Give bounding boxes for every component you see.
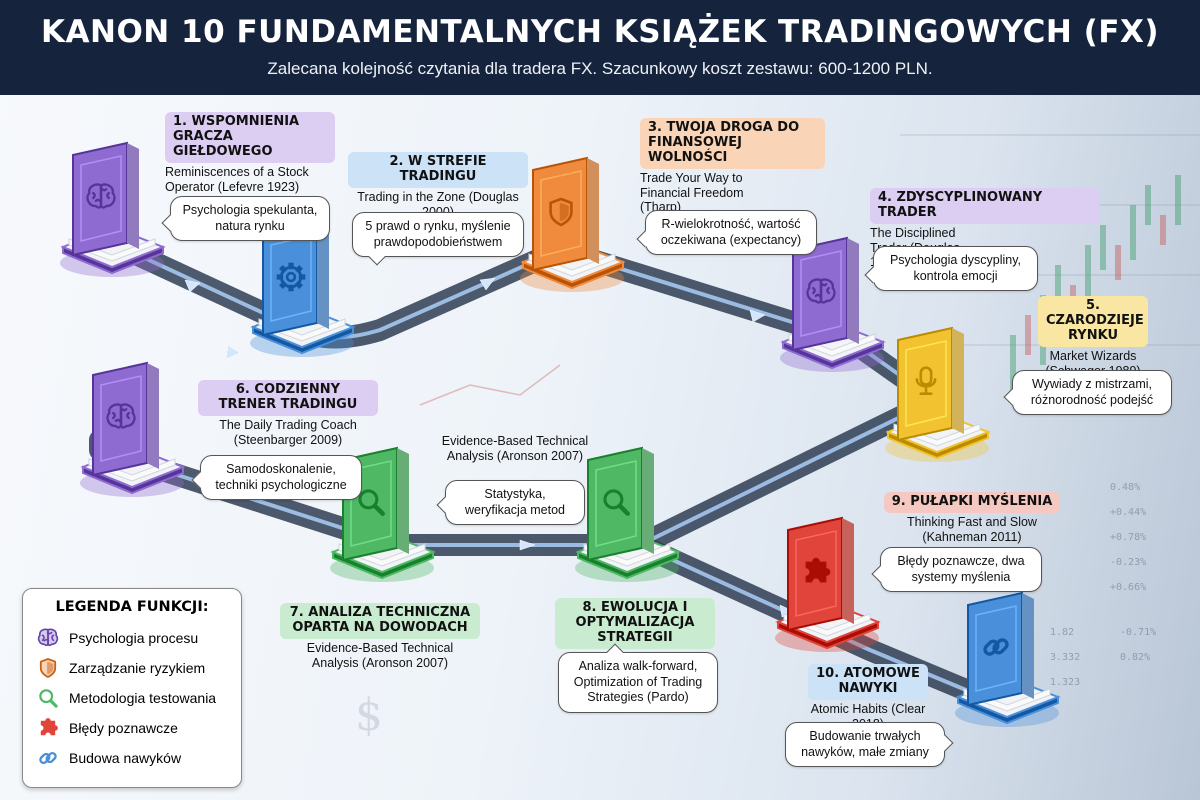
book-6-label: 6. CODZIENNY TRENER TRADINGU The Daily T…	[198, 380, 378, 447]
shield-icon	[35, 656, 61, 680]
book-2-note-text: 5 prawd o rynku, myślenie prawdopodobień…	[365, 219, 511, 249]
book-7-label: 7. ANALIZA TECHNICZNA OPARTA NA DOWODACH…	[280, 603, 480, 670]
book-9-note-text: Błędy poznawcze, dwa systemy myślenia	[897, 554, 1025, 584]
book-3-subtitle: Trade Your Way to Financial Freedom (Tha…	[640, 170, 744, 215]
book-illustration	[575, 446, 681, 582]
header: KANON 10 FUNDAMENTALNYCH KSIĄŻEK TRADING…	[0, 0, 1200, 95]
book-1-title: 1. WSPOMNIENIA GRACZA GIEŁDOWEGO	[165, 112, 335, 163]
book-9[interactable]	[770, 510, 885, 660]
book-10-note-text: Budowanie trwałych nawyków, małe zmiany	[801, 729, 929, 759]
book-2-title: 2. W STREFIE TRADINGU	[348, 152, 528, 188]
book-7-note-text: Statystyka, weryfikacja metod	[464, 487, 566, 517]
book-10-label: 10. ATOMOWE NAWYKI Atomic Habits (Clear …	[808, 664, 928, 731]
book-7-subtitle: Evidence-Based Technical Analysis (Arons…	[306, 640, 454, 670]
legend-item-label: Psychologia procesu	[69, 630, 199, 646]
book-5-note-text: Wywiady z mistrzami, różnorodność podejś…	[1030, 377, 1154, 407]
book-5-note: Wywiady z mistrzami, różnorodność podejś…	[1003, 370, 1172, 416]
book-3[interactable]	[515, 150, 630, 300]
legend-item-cognitive: Błędy poznawcze	[35, 713, 229, 743]
book-6-title: 6. CODZIENNY TRENER TRADINGU	[198, 380, 378, 416]
book-10-note: Budowanie trwałych nawyków, małe zmiany	[785, 722, 954, 768]
book-illustration	[330, 446, 436, 582]
book-8[interactable]	[570, 440, 685, 590]
book-6[interactable]	[75, 355, 190, 505]
book-3-label: 3. TWOJA DROGA DO FINANSOWEJ WOLNOŚCI Tr…	[640, 118, 825, 215]
brain-icon	[35, 626, 61, 650]
book-5-title: 5. CZARODZIEJE RYNKU	[1038, 296, 1148, 347]
magnifier-icon	[35, 686, 61, 710]
book-illustration	[775, 516, 881, 652]
book-2-note: 5 prawd o rynku, myślenie prawdopodobień…	[352, 212, 524, 266]
book-9-subtitle: Thinking Fast and Slow (Kahneman 2011)	[907, 514, 1037, 544]
legend-title: LEGENDA FUNKCJI:	[55, 599, 209, 615]
book-5[interactable]	[880, 320, 995, 470]
book-10[interactable]	[950, 585, 1065, 735]
book-9-note: Błędy poznawcze, dwa systemy myślenia	[871, 547, 1042, 593]
page-subtitle: Zalecana kolejność czytania dla tradera …	[267, 59, 933, 78]
book-4-note: Psychologia dyscypliny, kontrola emocji	[864, 246, 1038, 292]
book-6-note-text: Samodoskonalenie, techniki psychologiczn…	[215, 462, 347, 492]
book-3-note-text: R-wielokrotność, wartość oczekiwana (exp…	[660, 217, 802, 247]
book-7-note-header-text: Evidence-Based Technical Analysis (Arons…	[441, 434, 589, 463]
book-5-label: 5. CZARODZIEJE RYNKU Market Wizards (Sch…	[1018, 296, 1168, 378]
book-4-title: 4. ZDYSCYPLINOWANY TRADER	[870, 188, 1100, 224]
book-7-note-header: Evidence-Based Technical Analysis (Arons…	[440, 432, 590, 464]
book-8-note: Analiza walk-forward, Optimization of Tr…	[558, 643, 718, 713]
book-illustration	[80, 361, 186, 497]
book-4[interactable]	[775, 230, 890, 380]
legend-item-psychology: Psychologia procesu	[35, 623, 229, 653]
legend-item-label: Zarządzanie ryzykiem	[69, 660, 206, 676]
book-illustration	[520, 156, 626, 292]
puzzle-icon	[35, 716, 61, 740]
book-illustration	[955, 591, 1061, 727]
book-7-title: 7. ANALIZA TECHNICZNA OPARTA NA DOWODACH	[280, 603, 480, 639]
book-7-note: Statystyka, weryfikacja metod	[436, 480, 585, 526]
legend-item-risk: Zarządzanie ryzykiem	[35, 653, 229, 683]
book-illustration	[780, 236, 886, 372]
legend-item-label: Budowa nawyków	[69, 750, 182, 766]
book-10-title: 10. ATOMOWE NAWYKI	[808, 664, 928, 700]
book-6-note: Samodoskonalenie, techniki psychologiczn…	[191, 455, 362, 501]
book-6-subtitle: The Daily Trading Coach (Steenbarger 200…	[219, 417, 357, 447]
book-1-note: Psychologia spekulanta, natura rynku	[161, 196, 330, 242]
legend-item-label: Błędy poznawcze	[69, 720, 178, 736]
book-1[interactable]	[55, 135, 170, 285]
book-3-note: R-wielokrotność, wartość oczekiwana (exp…	[636, 210, 817, 256]
book-3-title: 3. TWOJA DROGA DO FINANSOWEJ WOLNOŚCI	[640, 118, 825, 169]
book-illustration	[60, 141, 166, 277]
book-1-note-text: Psychologia spekulanta, natura rynku	[182, 203, 318, 233]
legend-item-label: Metodologia testowania	[69, 690, 217, 706]
chain-link-icon	[35, 746, 61, 770]
book-9-title: 9. PUŁAPKI MYŚLENIA	[883, 492, 1061, 513]
book-1-label: 1. WSPOMNIENIA GRACZA GIEŁDOWEGO Reminis…	[165, 112, 335, 194]
book-8-title: 8. EWOLUCJA I OPTYMALIZACJA STRATEGII	[555, 598, 715, 649]
book-2-label: 2. W STREFIE TRADINGU Trading in the Zon…	[348, 152, 528, 219]
legend-item-testing: Metodologia testowania	[35, 683, 229, 713]
book-8-note-text: Analiza walk-forward, Optimization of Tr…	[573, 659, 703, 705]
page-title: KANON 10 FUNDAMENTALNYCH KSIĄŻEK TRADING…	[40, 14, 1160, 50]
legend: LEGENDA FUNKCJI: Psychologia procesu Zar…	[22, 588, 242, 788]
legend-item-habits: Budowa nawyków	[35, 743, 229, 773]
book-9-label: 9. PUŁAPKI MYŚLENIA Thinking Fast and Sl…	[872, 492, 1072, 544]
book-8-label: 8. EWOLUCJA I OPTYMALIZACJA STRATEGII	[555, 598, 715, 649]
book-1-subtitle: Reminiscences of a Stock Operator (Lefev…	[165, 164, 309, 194]
book-4-note-text: Psychologia dyscypliny, kontrola emocji	[889, 253, 1022, 283]
book-7[interactable]	[325, 440, 440, 590]
book-illustration	[885, 326, 991, 462]
